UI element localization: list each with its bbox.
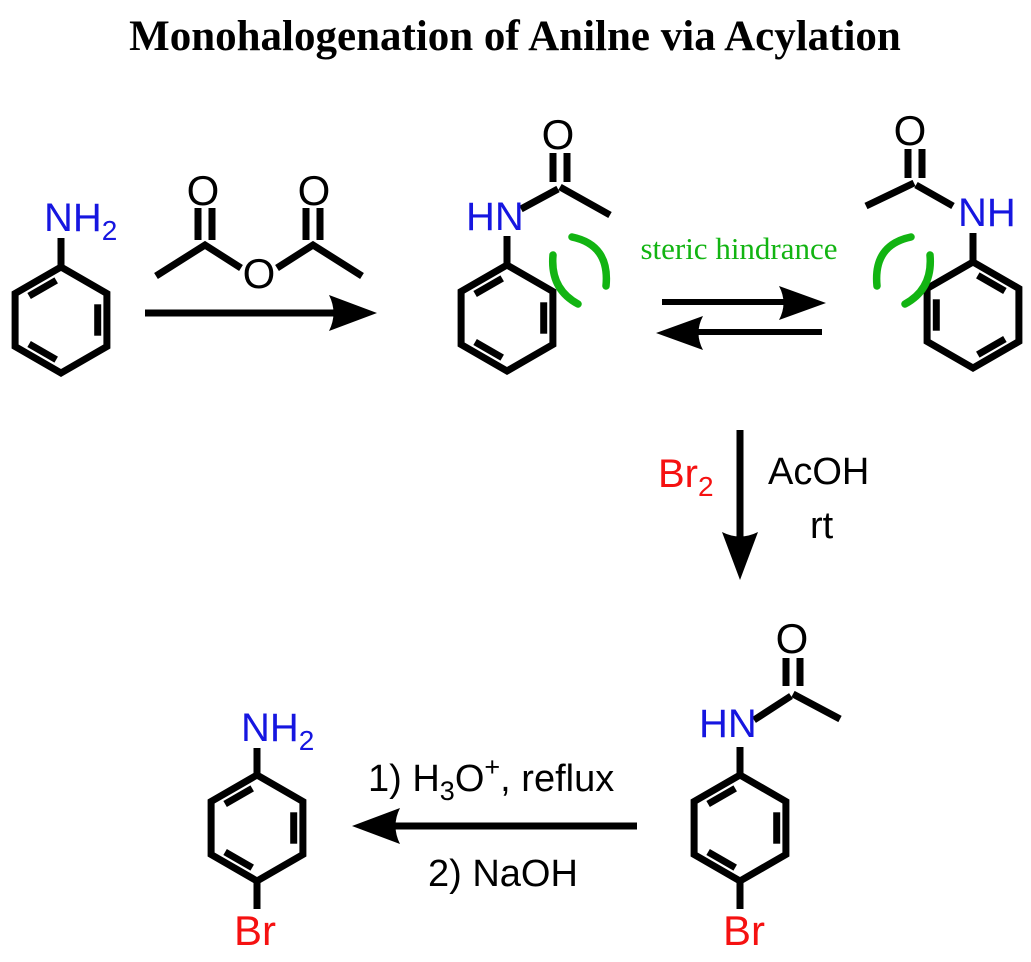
- hydrolysis-step2-label: 2) NaOH: [428, 853, 578, 895]
- amine-label: NH2: [241, 706, 314, 756]
- arrow-head: [779, 286, 826, 320]
- benzene-ring: [457, 260, 557, 376]
- aniline-structure: NH2: [11, 196, 117, 378]
- amide-label: HN: [466, 195, 524, 239]
- carbonyl-oxygen-label: O: [298, 167, 331, 214]
- double-bond-line: [223, 848, 254, 871]
- carbonyl-oxygen-label: O: [776, 615, 809, 662]
- double-bond-line: [27, 340, 58, 363]
- hydrolysis-arrow: [352, 808, 637, 844]
- acetanilide-rotamer-skeleton: [864, 149, 977, 261]
- bromination-arrow: [722, 430, 758, 580]
- scheme-title: Monohalogenation of Anilne via Acylation: [129, 13, 901, 60]
- benzene-ring: [11, 262, 111, 378]
- arrow-head: [352, 808, 400, 844]
- acetanilide-rotamer-structure: O NH: [864, 107, 1023, 373]
- ring-outline: [923, 257, 1023, 373]
- double-bond-line: [706, 848, 737, 871]
- temperature-label: rt: [810, 505, 834, 547]
- double-bond-line: [473, 275, 504, 298]
- carbonyl-oxygen-label: O: [542, 111, 575, 158]
- bromine-label: Br: [234, 907, 276, 954]
- benzene-ring: [690, 770, 790, 886]
- equilibrium-reverse-arrow: [656, 316, 822, 350]
- acylation-arrow: [145, 295, 377, 331]
- amide-label: HN: [699, 702, 757, 746]
- ring-outline: [690, 770, 790, 886]
- hindrance-arc: [901, 251, 935, 308]
- double-bond-line: [976, 335, 1007, 358]
- arrow-head: [722, 532, 758, 580]
- bromine-reagent-label: Br2: [658, 452, 714, 502]
- double-bond-line: [223, 785, 254, 808]
- benzene-ring: [923, 257, 1023, 373]
- hindrance-arc: [568, 233, 611, 290]
- bromoacetanilide-skeleton: [736, 658, 842, 909]
- hydrolysis-step1-label: 1) H3O+, reflux: [368, 752, 614, 806]
- amide-label: NH: [958, 191, 1016, 235]
- ring-outline: [207, 770, 307, 886]
- arrow-head: [656, 316, 703, 350]
- bromoacetanilide-structure: O HN Br: [690, 615, 842, 954]
- double-bond-line: [473, 338, 504, 361]
- carbonyl-oxygen-label: O: [894, 107, 927, 154]
- hindrance-arc: [548, 251, 582, 308]
- ring-outline: [457, 260, 557, 376]
- double-bond-line: [976, 272, 1007, 295]
- equilibrium-forward-arrow: [662, 286, 826, 320]
- anhydride-skeleton: [154, 208, 364, 279]
- solvent-label: AcOH: [768, 451, 869, 493]
- double-bond-line: [706, 785, 737, 808]
- ester-oxygen-label: O: [243, 250, 276, 297]
- benzene-ring: [207, 770, 307, 886]
- steric-hindrance-arcs-left: [548, 233, 611, 308]
- steric-hindrance-label: steric hindrance: [640, 231, 837, 266]
- carbonyl-oxygen-label: O: [187, 167, 220, 214]
- amine-label: NH2: [44, 196, 117, 246]
- acetanilide-structure: O HN: [457, 111, 612, 376]
- acetic-anhydride-structure: O O O: [154, 167, 364, 297]
- ring-outline: [11, 262, 111, 378]
- hindrance-arc: [872, 233, 915, 290]
- bromoaniline-structure: NH2 Br: [207, 706, 314, 954]
- double-bond-line: [27, 277, 58, 300]
- arrow-head: [329, 295, 377, 331]
- acetanilide-skeleton: [503, 153, 612, 263]
- bromine-label: Br: [723, 907, 765, 954]
- steric-hindrance-arcs-right: [872, 233, 935, 308]
